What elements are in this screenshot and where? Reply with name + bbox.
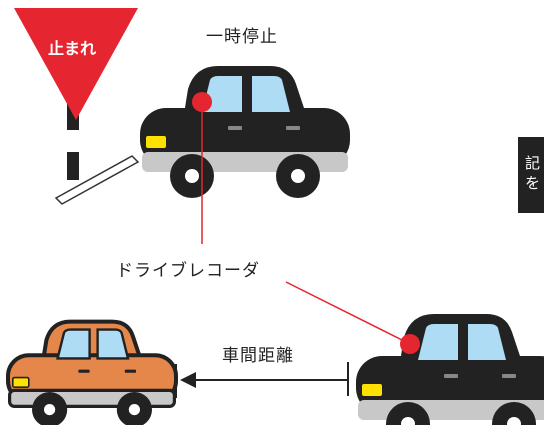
recorder-dot-icon-rear <box>400 334 420 354</box>
label-stop: 一時停止 <box>206 27 278 47</box>
arrow-left-icon <box>175 362 349 398</box>
recorder-dot-icon <box>192 92 212 112</box>
orange-car-icon <box>8 322 176 425</box>
label-drive-recorder: ドライブレコーダ <box>116 261 260 281</box>
side-tag-line-2: を <box>525 174 541 192</box>
black-car-icon <box>140 66 350 198</box>
side-tag-line-1: 記 <box>525 154 541 172</box>
stop-sign-text: 止まれ <box>48 39 96 58</box>
side-tag: 記 を <box>518 137 544 213</box>
leader-line-bottom <box>285 281 411 345</box>
stop-sign-icon: 止まれ <box>14 8 138 180</box>
stop-line <box>54 155 140 205</box>
label-following-distance: 車間距離 <box>222 346 294 366</box>
